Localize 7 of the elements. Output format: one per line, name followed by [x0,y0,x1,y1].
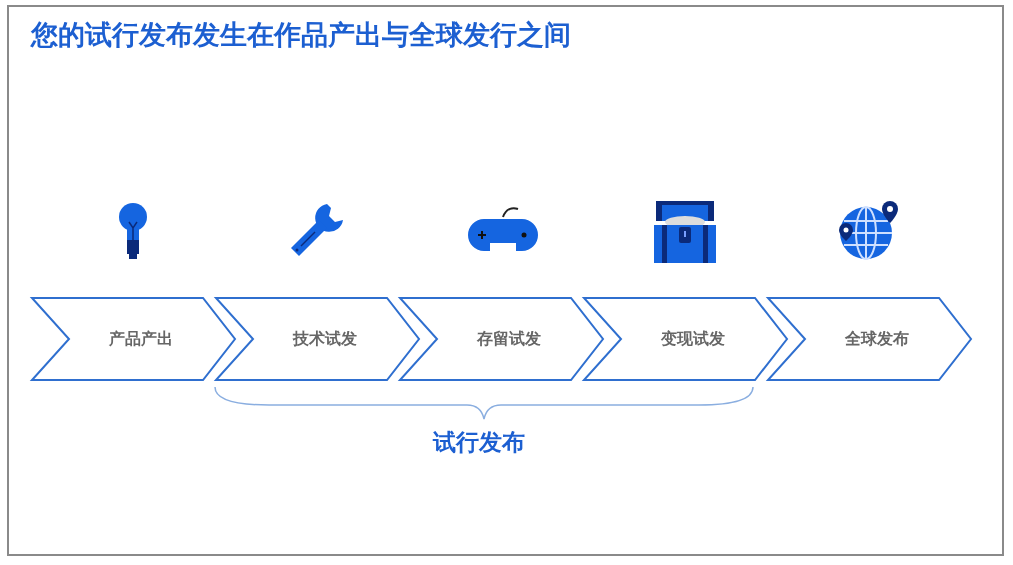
step-label: 变现试发 [659,328,725,350]
step-label: 技术试发 [291,328,357,350]
step-label: 产品产出 [107,328,173,350]
bracket-label: 试行发布 [431,428,526,457]
step-label: 全球发布 [843,328,909,350]
step-label: 存留试发 [475,328,541,350]
title: 您的试行发布发生在作品产出与全球发行之间 [31,18,571,52]
